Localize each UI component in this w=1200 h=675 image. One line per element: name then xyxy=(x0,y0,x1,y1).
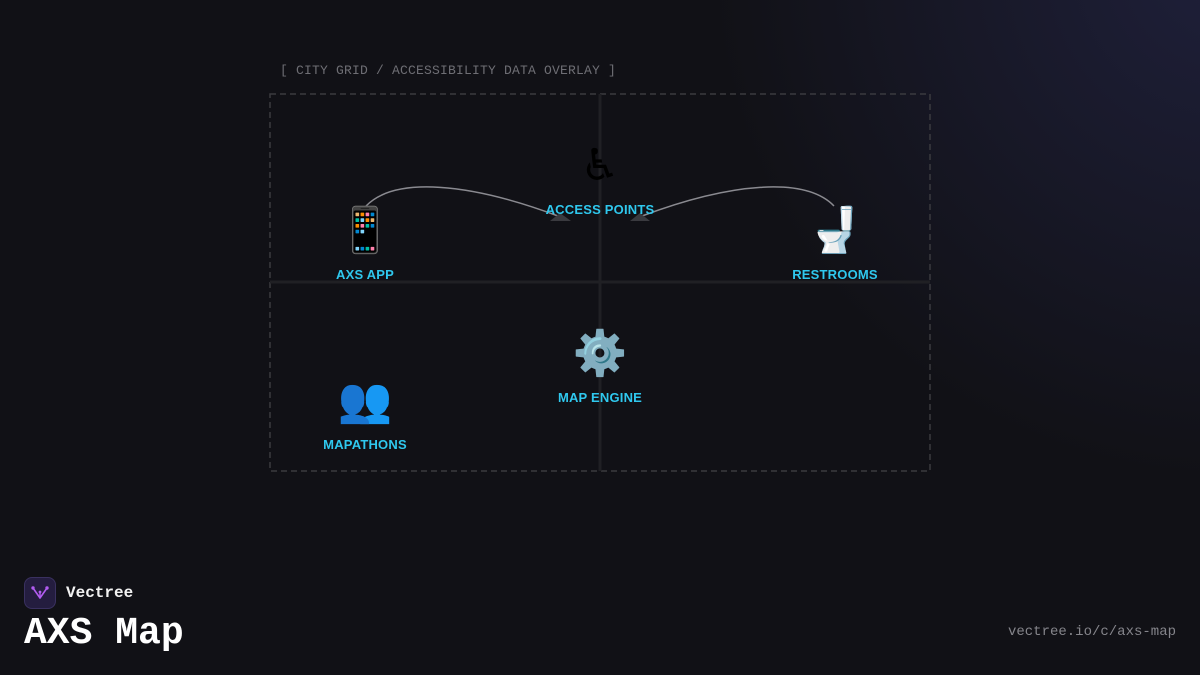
edge-arrowhead-access-points-right xyxy=(630,213,650,221)
node-map-engine[interactable]: ⚙️ MAP ENGINE xyxy=(520,328,680,405)
node-label: MAP ENGINE xyxy=(557,390,643,405)
node-label: ACCESS POINTS xyxy=(545,202,655,217)
toilet-icon: 🚽 xyxy=(807,205,863,256)
vectree-logo-icon xyxy=(24,577,56,609)
brand-name: Vectree xyxy=(66,584,134,602)
mobile-phone-icon: 📱 xyxy=(337,205,393,256)
node-label: AXS APP xyxy=(336,267,394,282)
edge-arrowhead-access-points-left xyxy=(550,213,571,221)
overlay-caption: [ CITY GRID / ACCESSIBILITY DATA OVERLAY… xyxy=(280,63,617,78)
page-title: AXS Map xyxy=(24,612,184,655)
gear-icon: ⚙️ xyxy=(572,328,628,379)
edge-restrooms-to-access-points xyxy=(641,186,835,217)
people-icon: 👥 xyxy=(337,375,393,426)
node-label: MAPATHONS xyxy=(323,437,407,452)
node-restrooms[interactable]: 🚽 RESTROOMS xyxy=(755,205,915,282)
node-axs-app[interactable]: 📱 AXS APP xyxy=(285,205,445,282)
brand[interactable]: Vectree xyxy=(24,577,133,609)
node-access-points[interactable]: ♿ ACCESS POINTS xyxy=(520,140,680,217)
node-mapathons[interactable]: 👥 MAPATHONS xyxy=(285,375,445,452)
edge-axs-app-to-access-points xyxy=(365,186,559,217)
wheelchair-icon: ♿ xyxy=(580,140,620,191)
page-url[interactable]: vectree.io/c/axs-map xyxy=(1007,624,1176,640)
node-label: RESTROOMS xyxy=(792,267,878,282)
